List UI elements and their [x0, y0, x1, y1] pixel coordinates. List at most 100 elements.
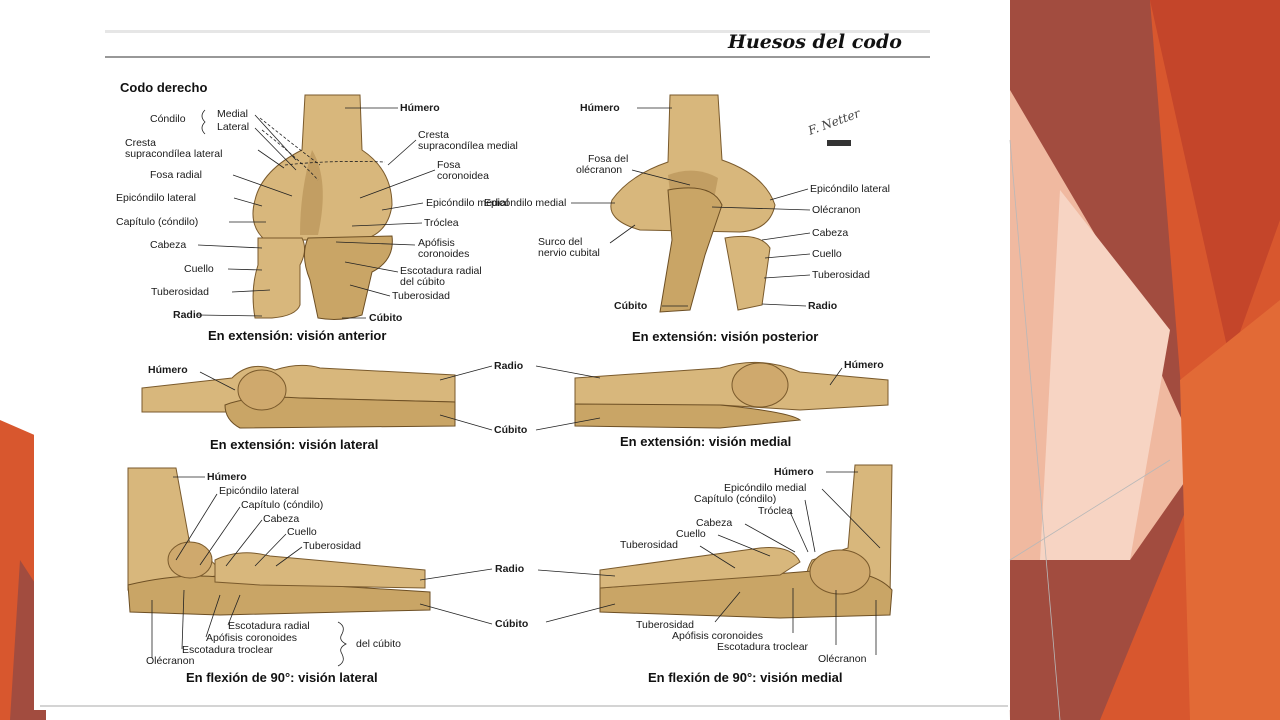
label-troclea: Tróclea: [424, 217, 459, 229]
label-tuberosidad-fl: Tuberosidad: [303, 540, 361, 552]
label-capitulo-fm: Capítulo (cóndilo): [694, 493, 776, 505]
flexion-lateral-labels: Húmero Epicóndilo lateral Capítulo (cónd…: [146, 471, 528, 685]
svg-text:F. Netter: F. Netter: [805, 106, 863, 138]
label-tuberosidad-2-fm: Tuberosidad: [636, 619, 694, 631]
header-band: [105, 30, 930, 33]
label-radio-post: Radio: [808, 300, 837, 312]
anterior-labels: Cóndilo Medial Lateral Cresta supracondí…: [116, 102, 518, 343]
label-capitulo-fl: Capítulo (cóndilo): [241, 499, 323, 511]
label-cubito-fl: Cúbito: [495, 618, 528, 630]
label-fosa-radial: Fosa radial: [150, 169, 202, 181]
label-apofisis-fm: Apófisis coronoides: [672, 630, 763, 642]
label-olecranon-fl: Olécranon: [146, 655, 195, 667]
caption-posterior: En extensión: visión posterior: [632, 329, 818, 344]
label-escotadura-2: del cúbito: [400, 276, 445, 288]
label-humero-fm: Húmero: [774, 466, 814, 478]
label-fosa-coro-2: coronoidea: [437, 170, 489, 182]
anterior-leader-lines: [197, 107, 436, 319]
lateral-leader-lines: [199, 365, 493, 431]
label-humero-fl: Húmero: [207, 471, 247, 483]
facet-shape: [1150, 0, 1280, 360]
facet-shape: [1040, 190, 1170, 560]
label-condilo: Cóndilo: [150, 113, 186, 125]
caption-flexion-lateral: En flexión de 90°: visión lateral: [186, 670, 378, 685]
label-troclea-fm: Tróclea: [758, 505, 793, 517]
posterior-leader-lines: [571, 107, 811, 307]
label-epicondilo-medial-fm: Epicóndilo medial: [724, 482, 806, 494]
label-tuberosidad-r: Tuberosidad: [392, 290, 450, 302]
label-cuello-fl: Cuello: [287, 526, 317, 538]
label-radio: Radio: [173, 309, 202, 321]
label-epicondilo-medial-post: Epicóndilo medial: [484, 197, 566, 209]
facet-shape: [1180, 300, 1280, 720]
label-cabeza: Cabeza: [150, 239, 186, 251]
label-capitulo: Capítulo (cóndilo): [116, 216, 198, 228]
guide-line: [1009, 459, 1171, 561]
plate-subtitle: Codo derecho: [120, 80, 207, 95]
label-humero-med: Húmero: [844, 359, 884, 371]
flexion-medial-leader-lines: [537, 471, 881, 655]
label-olecranon-post: Olécranon: [812, 204, 861, 216]
label-surco-2: nervio cubital: [538, 247, 600, 259]
caption-lateral: En extensión: visión lateral: [210, 437, 378, 452]
lateral-view-illustration: [141, 364, 456, 429]
caption-flexion-medial: En flexión de 90°: visión medial: [648, 670, 842, 685]
caption-anterior: En extensión: visión anterior: [208, 328, 386, 343]
label-lateral: Lateral: [217, 121, 249, 133]
flexion-medial-illustration: [599, 464, 893, 619]
label-tuberosidad-l: Tuberosidad: [151, 286, 209, 298]
label-escotadura-troclear-fm: Escotadura troclear: [717, 641, 809, 653]
label-cuello-fm: Cuello: [676, 528, 706, 540]
label-cresta-lat-2: supracondílea lateral: [125, 148, 222, 160]
posterior-view-illustration: [610, 94, 776, 313]
label-humero-post: Húmero: [580, 102, 620, 114]
label-cabeza-post: Cabeza: [812, 227, 848, 239]
label-tuberosidad-post: Tuberosidad: [812, 269, 870, 281]
label-cresta-med-2: supracondílea medial: [418, 140, 518, 152]
label-apofisis-1: Apófisis: [418, 237, 455, 249]
netter-signature: F. Netter: [805, 106, 863, 146]
label-apofisis-2: coronoides: [418, 248, 469, 260]
label-medial: Medial: [217, 108, 248, 120]
label-escotadura-troclear-fl: Escotadura troclear: [182, 644, 274, 656]
label-epicondilo-medial: Epicóndilo medial: [426, 197, 508, 209]
label-cresta-lat-1: Cresta: [125, 137, 156, 149]
label-cabeza-fl: Cabeza: [263, 513, 299, 525]
label-cabeza-fm: Cabeza: [696, 517, 732, 529]
label-cubito-post: Cúbito: [614, 300, 647, 312]
label-cuello: Cuello: [184, 263, 214, 275]
label-humero: Húmero: [400, 102, 440, 114]
label-escotadura-radial-fl: Escotadura radial: [228, 620, 310, 632]
label-del-cubito-fl: del cúbito: [356, 638, 401, 650]
label-fosa-2: olécranon: [576, 164, 622, 176]
flexion-lateral-illustration: [127, 467, 431, 616]
guide-line: [1009, 139, 1061, 720]
plate-title: Huesos del codo: [727, 31, 902, 53]
caption-medial: En extensión: visión medial: [620, 434, 791, 449]
anterior-view-illustration: [252, 94, 393, 320]
flexion-medial-labels: Húmero Epicóndilo medial Capítulo (cóndi…: [620, 466, 867, 685]
flexion-lateral-leader-lines: [151, 476, 493, 667]
medial-leader-lines: [535, 365, 843, 431]
label-epicondilo-lateral-post: Epicóndilo lateral: [810, 183, 890, 195]
label-radio-lat: Radio: [494, 360, 523, 372]
label-humero-lat: Húmero: [148, 364, 188, 376]
label-radio-fl: Radio: [495, 563, 524, 575]
label-epicondilo-lateral: Epicóndilo lateral: [116, 192, 196, 204]
label-cresta-med-1: Cresta: [418, 129, 449, 141]
label-surco-1: Surco del: [538, 236, 582, 248]
medial-labels: Húmero En extensión: visión medial: [620, 359, 884, 449]
lateral-labels: Húmero Radio Cúbito En extensión: visión…: [148, 360, 527, 452]
label-cubito-lat: Cúbito: [494, 424, 527, 436]
label-apofisis-fl: Apófisis coronoides: [206, 632, 297, 644]
label-olecranon-fm: Olécranon: [818, 653, 867, 665]
label-tuberosidad-fm: Tuberosidad: [620, 539, 678, 551]
medial-view-illustration: [574, 361, 889, 429]
label-epicondilo-lateral-fl: Epicóndilo lateral: [219, 485, 299, 497]
label-cubito: Cúbito: [369, 312, 402, 324]
label-cuello-post: Cuello: [812, 248, 842, 260]
label-escotadura-1: Escotadura radial: [400, 265, 482, 277]
label-fosa-1: Fosa del: [588, 153, 628, 165]
label-fosa-coro-1: Fosa: [437, 159, 461, 171]
